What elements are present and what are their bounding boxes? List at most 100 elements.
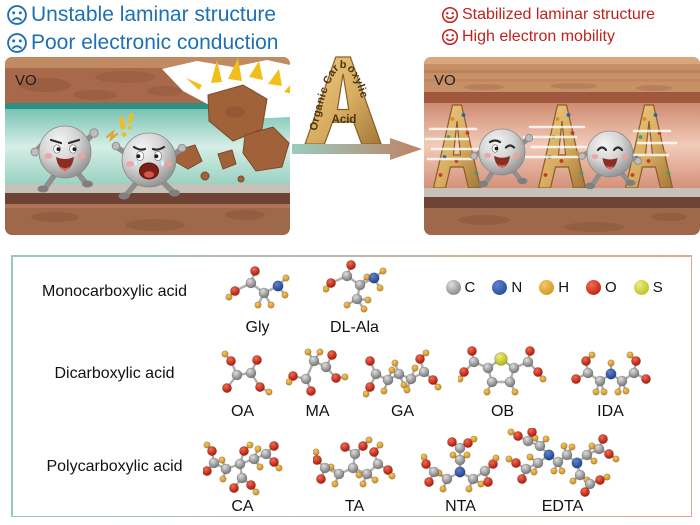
atom-h	[245, 441, 253, 449]
atom-o	[202, 465, 212, 476]
atom-o	[268, 440, 279, 451]
molecule-label-oa: OA	[230, 402, 255, 420]
atom-sphere-c	[445, 279, 461, 295]
atom-o	[345, 259, 356, 270]
caption-line: Unstable laminar structure	[6, 3, 278, 27]
atom-o	[331, 372, 341, 383]
atom-h	[539, 374, 547, 382]
atom-o	[245, 479, 256, 490]
atom-c	[320, 361, 332, 372]
atom-c	[361, 468, 373, 479]
atom-c	[354, 279, 365, 290]
atom-c	[581, 449, 592, 461]
atom-h	[379, 386, 387, 394]
atom-o	[238, 445, 249, 456]
acid-class-label: Monocarboxylic acid	[42, 282, 187, 300]
atom-h	[388, 471, 396, 479]
arch-center-text: Acid	[332, 114, 357, 126]
caption-line: Stabilized laminar structure	[441, 6, 655, 24]
legend-symbol: N	[511, 278, 523, 296]
transition-arrow	[292, 138, 422, 160]
atom-h	[483, 387, 491, 395]
atom-o	[249, 265, 260, 276]
atom-o	[640, 373, 651, 384]
atom-c	[220, 463, 231, 474]
caption-text: High electron mobility	[462, 28, 615, 45]
atom-o	[525, 345, 535, 356]
atom-o	[327, 349, 337, 360]
atom-h	[559, 442, 567, 450]
atom-c	[258, 287, 269, 298]
atom-c	[479, 465, 491, 476]
atom-h	[341, 372, 349, 380]
atom-h	[387, 365, 395, 373]
atom-h	[590, 457, 598, 465]
vo-label-right: VO	[434, 72, 456, 89]
atom-h	[541, 435, 549, 443]
atom-c	[248, 453, 259, 464]
atom-c	[584, 478, 595, 490]
atom-o	[488, 458, 498, 469]
atom-o	[427, 374, 438, 385]
sad-face-icon	[7, 33, 27, 53]
atom-o	[225, 355, 236, 366]
atom-h	[402, 385, 410, 393]
atom-o	[594, 475, 605, 485]
atom-c	[370, 368, 381, 379]
atom-c	[504, 376, 516, 387]
atom-o	[512, 431, 523, 441]
atom-n	[367, 272, 379, 283]
atom-h	[465, 484, 473, 492]
atom-h	[280, 290, 288, 298]
crash-spikes	[186, 58, 290, 94]
atom-n	[271, 280, 283, 291]
atom-h	[434, 382, 442, 390]
atom-c	[319, 462, 331, 473]
legend-item-n: N	[492, 279, 522, 296]
atom-h	[255, 462, 263, 470]
atom-h	[511, 387, 519, 395]
atom-c	[405, 373, 416, 384]
atom-h	[421, 348, 429, 357]
atom-o	[459, 366, 469, 377]
shock-zigzag	[105, 128, 119, 143]
atom-h	[390, 359, 398, 367]
atom-o	[483, 476, 493, 487]
atom-o	[364, 355, 375, 366]
atom-h	[304, 347, 312, 356]
atom-h	[449, 451, 457, 459]
atom-c	[454, 442, 466, 453]
molecule-nta	[421, 435, 500, 492]
atom-h	[266, 300, 274, 308]
atom-sphere-n	[492, 279, 508, 295]
atom-o	[206, 445, 217, 456]
atom-h	[355, 470, 363, 478]
atom-o	[251, 354, 262, 365]
atom-h	[529, 468, 537, 476]
atom-h	[224, 292, 233, 300]
atom-sphere-o	[586, 279, 602, 295]
atom-h	[470, 435, 478, 442]
transition: Organic Carboxylic Acid	[288, 55, 424, 167]
legend-symbol: H	[558, 278, 570, 296]
atom-h	[599, 387, 607, 395]
atom-o	[603, 449, 614, 459]
caption-text: Unstable laminar structure	[31, 3, 277, 26]
atom-h	[492, 453, 500, 461]
atom-h	[504, 455, 513, 463]
atom-c	[349, 448, 361, 459]
acid-class-label: Dicarboxylic acid	[54, 364, 175, 382]
atom-h	[342, 300, 350, 308]
atom-c	[236, 472, 247, 483]
atom-h	[281, 274, 289, 282]
atom-h	[421, 453, 428, 460]
atom-h	[463, 451, 471, 459]
molecule-label-gly: Gly	[245, 318, 270, 336]
molecule-ida	[570, 350, 651, 395]
atom-h	[363, 295, 371, 303]
atom-h	[275, 463, 283, 471]
molecule-ca	[202, 440, 283, 495]
